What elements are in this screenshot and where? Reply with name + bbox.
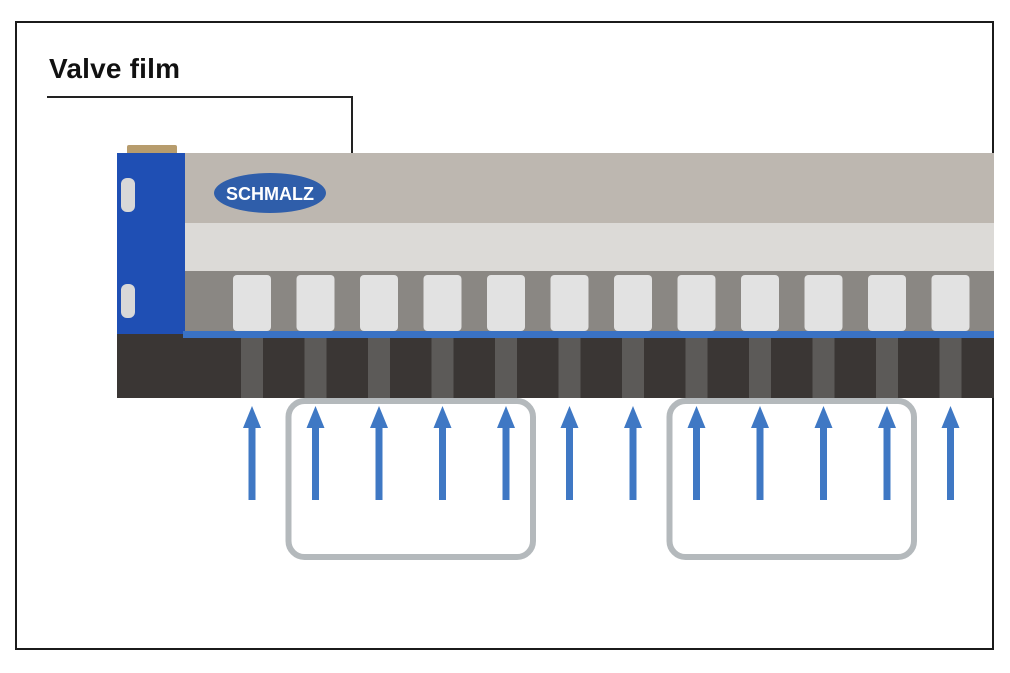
up-arrow-icon [370,406,388,500]
valves [233,275,970,331]
valve-7 [614,275,652,331]
valve-10 [804,275,843,331]
logo-ellipse [214,173,326,213]
foam-channel-5 [495,338,517,398]
sealing-foam [117,334,994,398]
valve-1 [233,275,271,331]
end-block-port-bottom [121,284,135,318]
foam-channel-6 [558,338,581,398]
foam-channel-1 [241,338,263,398]
end-block-port-top [121,178,135,212]
up-arrow-icon [878,406,896,500]
valve-9 [741,275,779,331]
logo-text: SCHMALZ [226,184,314,204]
valve-group-box-1 [285,398,536,560]
valve-5 [487,275,525,331]
valve-12 [931,275,970,331]
up-arrow-icon [433,406,452,500]
up-arrow-icon [941,406,960,500]
foam-channels [241,338,962,398]
up-arrow-icon [624,406,642,500]
connector-fitting [127,145,177,155]
valve-11 [868,275,906,331]
valve-4 [423,275,462,331]
valve-2 [296,275,335,331]
foam-channel-9 [749,338,771,398]
up-arrow-icon [306,406,325,500]
valve-3 [360,275,398,331]
foam-channel-3 [368,338,390,398]
valve-groups [285,398,917,560]
valve-film [183,331,994,338]
valve-6 [550,275,589,331]
up-arrow-icon [751,406,769,500]
up-arrow-icon [814,406,833,500]
airflow-arrows [243,406,960,500]
foam-channel-7 [622,338,644,398]
schmalz-logo: SCHMALZ [214,173,326,213]
foam-channel-11 [876,338,898,398]
foam-channel-10 [812,338,835,398]
valve-group-box-2 [666,398,917,560]
foam-channel-2 [304,338,327,398]
up-arrow-icon [497,406,515,500]
foam-channel-12 [939,338,962,398]
valve-film-label: Valve film [49,53,181,84]
end-block [117,153,185,334]
up-arrow-icon [687,406,706,500]
foam-channel-8 [685,338,708,398]
up-arrow-icon [560,406,579,500]
valve-8 [677,275,716,331]
up-arrow-icon [243,406,261,500]
foam-channel-4 [431,338,454,398]
